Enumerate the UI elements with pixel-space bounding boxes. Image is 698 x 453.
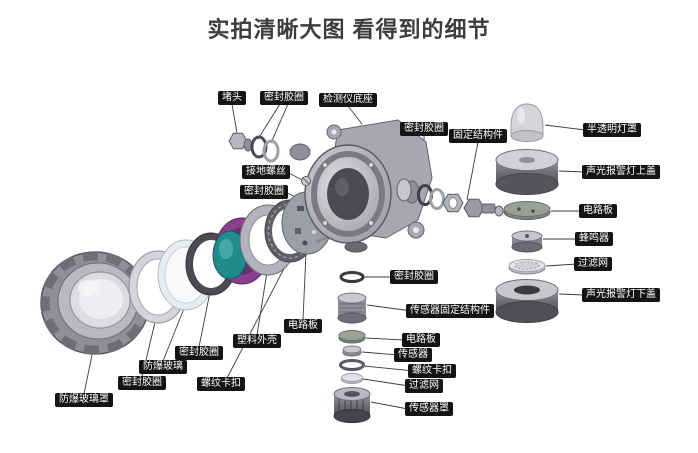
part-label-filter-sensor: 过滤网 xyxy=(405,379,443,393)
part-label-buzzer: 蜂鸣器 xyxy=(575,232,613,246)
part-filter-right xyxy=(508,259,546,275)
part-label-sensor-cover: 传感器罩 xyxy=(405,402,453,416)
part-translucent-lamp-cover xyxy=(510,103,544,142)
part-label-seal-ring-sensor: 密封胶圈 xyxy=(390,270,438,284)
part-label-fixing-structure: 固定结构件 xyxy=(449,129,507,143)
part-label-sensor: 传感器 xyxy=(394,348,432,362)
part-label-seal-ring-right: 密封胶圈 xyxy=(400,122,448,136)
part-fixing-structure xyxy=(442,193,504,218)
part-label-alarm-lamp-upper-cover: 声光报警灯上盖 xyxy=(582,165,660,179)
leader-lines xyxy=(83,103,586,410)
part-label-grounding-screw: 接地螺丝 xyxy=(242,165,290,179)
part-sensor-fixing-structure xyxy=(337,292,367,324)
part-label-seal-ring-top: 密封胶圈 xyxy=(260,91,308,105)
part-seal-ring-top xyxy=(250,135,280,163)
part-label-circuit-board-sensor: 电路板 xyxy=(402,333,440,347)
part-label-sensor-fixing-structure: 传感器固定结构件 xyxy=(406,304,494,318)
part-label-threaded-buckle-sensor: 螺纹卡扣 xyxy=(408,364,456,378)
part-label-threaded-buckle-main: 螺纹卡扣 xyxy=(197,377,245,391)
part-sensor xyxy=(342,345,362,357)
part-filter-sensor xyxy=(341,373,363,384)
part-label-plastic-shell: 塑料外壳 xyxy=(233,334,281,348)
part-plug xyxy=(228,132,253,152)
part-sensor-cover xyxy=(333,387,371,423)
part-label-seal-ring-mid: 密封胶圈 xyxy=(240,185,288,199)
part-label-detector-base: 检测仪底座 xyxy=(319,93,377,107)
part-label-plug: 堵头 xyxy=(218,91,246,105)
part-alarm-lamp-upper-cover xyxy=(495,149,559,195)
part-alarm-lamp-lower-cover xyxy=(495,279,559,323)
part-label-seal-ring-inner: 密封胶圈 xyxy=(175,346,223,360)
part-label-explosion-proof-glass-cover: 防爆玻璃罩 xyxy=(55,393,113,407)
part-label-seal-ring-front: 密封胶圈 xyxy=(118,376,166,390)
part-label-alarm-lamp-lower-cover: 声光报警灯下盖 xyxy=(582,288,660,302)
part-threaded-buckle-sensor xyxy=(339,359,365,371)
part-label-explosion-proof-glass: 防爆玻璃 xyxy=(139,360,187,374)
part-seal-ring-right xyxy=(396,178,445,210)
part-buzzer xyxy=(511,230,543,253)
part-label-translucent-lamp-cover: 半透明灯罩 xyxy=(583,123,641,137)
part-circuit-board-right xyxy=(503,201,551,220)
part-label-circuit-board-main: 电路板 xyxy=(284,319,322,333)
page-title: 实拍清晰大图 看得到的细节 xyxy=(207,17,491,42)
part-explosion-proof-glass-cover xyxy=(40,251,150,355)
part-label-circuit-board-right: 电路板 xyxy=(579,204,617,218)
part-detector-base xyxy=(289,119,433,253)
part-grounding-screw xyxy=(301,176,311,186)
part-label-filter-right: 过滤网 xyxy=(574,257,612,271)
part-seal-ring-sensor xyxy=(339,271,365,283)
part-circuit-board-sensor xyxy=(338,330,366,344)
